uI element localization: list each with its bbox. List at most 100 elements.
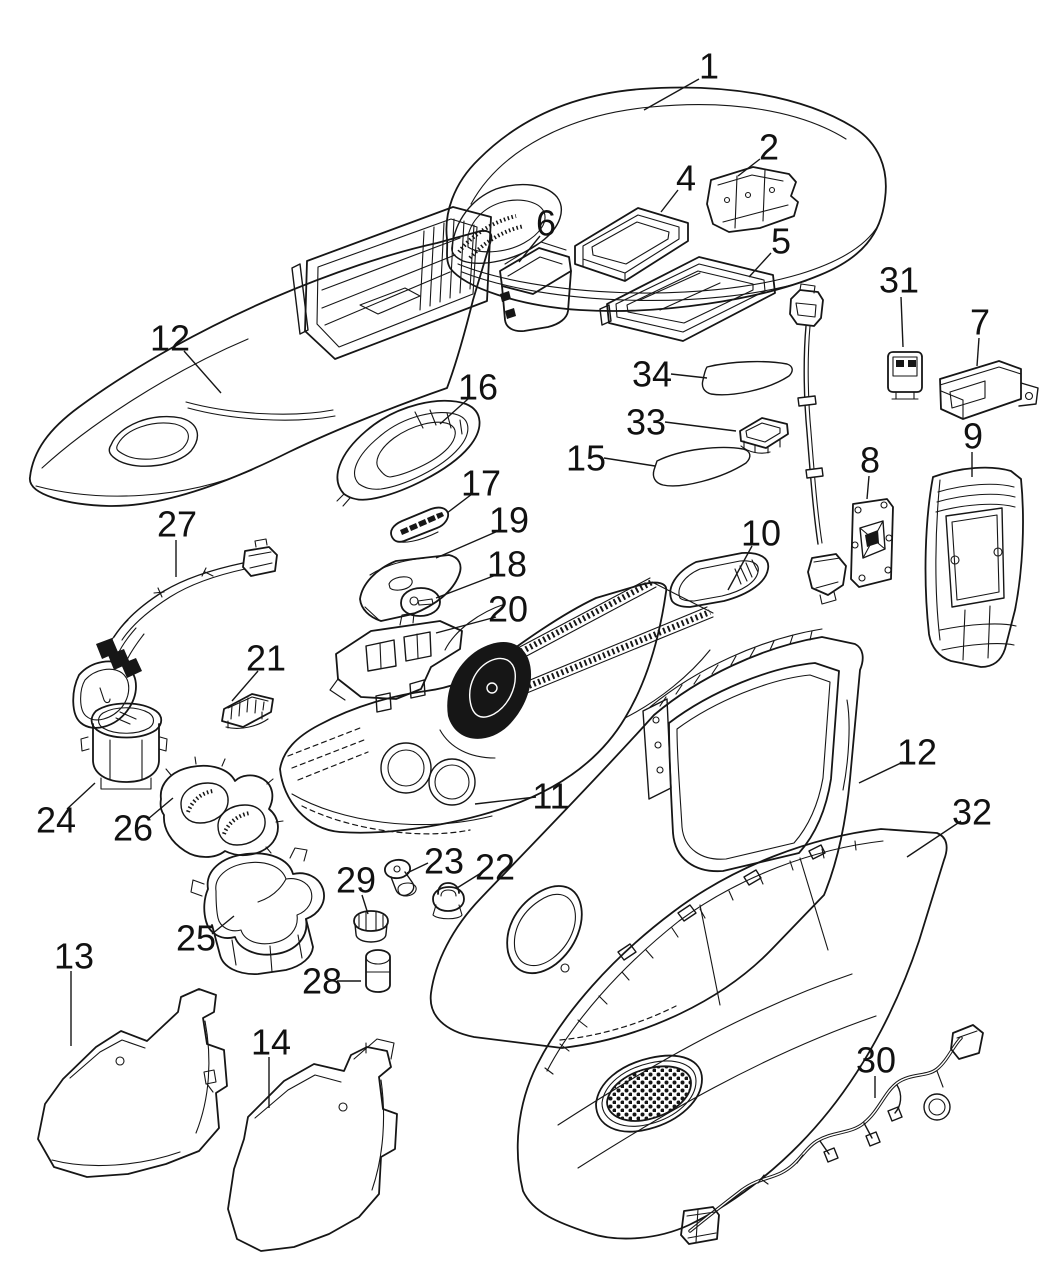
leader-line	[446, 493, 473, 514]
part-mounting-plate	[850, 498, 894, 588]
part-number-label: 27	[157, 504, 197, 545]
leader-line	[439, 398, 469, 425]
callout-22: 22	[456, 847, 515, 889]
leader-line	[643, 78, 700, 111]
leader-line	[361, 894, 369, 915]
callout-24: 24	[36, 782, 96, 841]
part-console-body	[279, 577, 714, 835]
part-mat-lower	[652, 446, 751, 487]
leader-line	[435, 616, 497, 634]
part-number-label: 11	[532, 776, 569, 817]
callout-2: 2	[737, 127, 779, 177]
callout-9: 9	[963, 416, 983, 477]
leader-line	[518, 235, 541, 263]
part-hinge-bracket	[706, 166, 799, 233]
part-number-label: 13	[54, 936, 94, 977]
part-number-label: 26	[113, 808, 153, 849]
part-mat-upper	[701, 360, 793, 396]
part-lamp-bulb	[383, 858, 417, 897]
part-number-label: 9	[963, 416, 983, 457]
part-storage-tray-lower	[599, 256, 776, 342]
part-number-label: 22	[475, 847, 515, 888]
leader-line	[976, 337, 980, 367]
part-grommet	[432, 882, 465, 920]
callout-15: 15	[566, 438, 656, 479]
part-rear-trim-panel	[924, 466, 1024, 668]
part-cupholder-housing	[190, 847, 325, 975]
leader-line	[900, 296, 904, 348]
callout-8: 8	[860, 440, 880, 500]
callout-33: 33	[626, 402, 737, 443]
part-number-label: 33	[626, 402, 666, 443]
part-number-label: 30	[856, 1040, 896, 1081]
part-armrest-lid	[445, 86, 887, 312]
usb-power-cable	[789, 283, 847, 605]
part-carpet-panel-left	[37, 988, 228, 1178]
callout-21: 21	[231, 638, 286, 702]
part-shifter-bracket	[329, 612, 463, 713]
callout-32: 32	[906, 792, 992, 858]
leader-line	[664, 421, 737, 432]
part-carpet-panel-right	[227, 1038, 398, 1252]
part-harness-rear	[680, 1024, 984, 1245]
callout-16: 16	[439, 367, 498, 425]
part-connector-strip	[221, 693, 274, 729]
callout-26: 26	[113, 797, 174, 849]
leader-line	[456, 872, 482, 889]
leader-line	[435, 574, 497, 599]
part-coin-tray	[739, 417, 789, 454]
part-number-label: 23	[424, 841, 464, 882]
leader-line	[603, 457, 656, 467]
callout-10: 10	[727, 513, 781, 591]
part-switch	[887, 351, 923, 400]
part-number-label: 29	[336, 860, 376, 901]
leader-line	[670, 373, 708, 379]
callout-31: 31	[879, 260, 919, 348]
part-shifter-bezel	[336, 399, 481, 507]
part-number-label: 10	[741, 513, 781, 554]
part-round-cap	[400, 587, 441, 617]
callout-18: 18	[435, 544, 527, 599]
callout-11: 11	[474, 776, 570, 817]
callout-19: 19	[435, 500, 529, 559]
part-number-label: 2	[759, 127, 779, 168]
part-number-label: 32	[952, 792, 992, 833]
part-knob-cap	[353, 910, 389, 943]
part-number-label: 34	[632, 354, 672, 395]
part-number-label: 24	[36, 800, 76, 841]
callout-20: 20	[435, 589, 528, 634]
part-ashtray	[72, 660, 168, 790]
callout-17: 17	[446, 463, 501, 514]
part-number-label: 8	[860, 440, 880, 481]
part-number-label: 15	[566, 438, 606, 479]
leader-line	[183, 350, 222, 394]
leader-line	[748, 252, 772, 278]
callout-30: 30	[856, 1040, 896, 1098]
part-number-label: 17	[461, 463, 501, 504]
part-small-bin	[499, 241, 572, 333]
callout-7: 7	[970, 302, 990, 367]
part-number-label: 14	[251, 1022, 291, 1063]
part-number-label: 4	[676, 158, 696, 199]
part-number-label: 31	[879, 260, 919, 301]
part-side-panel-right	[429, 628, 864, 1049]
leader-line	[474, 796, 537, 805]
callout-12-left: 12	[150, 318, 222, 394]
callout-14: 14	[251, 1022, 291, 1108]
leader-line	[727, 545, 753, 591]
callout-12-right: 12	[858, 732, 937, 784]
leader-line	[737, 158, 761, 177]
part-number-label: 12	[897, 732, 937, 773]
part-shifter-cover	[359, 554, 462, 622]
part-module	[939, 360, 1039, 420]
part-bin-cylinder	[365, 949, 391, 993]
part-number-label: 18	[487, 544, 527, 585]
part-storage-tray-upper	[574, 207, 689, 282]
callout-13: 13	[54, 936, 94, 1046]
callout-4: 4	[660, 158, 696, 213]
leader-line	[66, 782, 96, 810]
part-number-label: 19	[489, 500, 529, 541]
